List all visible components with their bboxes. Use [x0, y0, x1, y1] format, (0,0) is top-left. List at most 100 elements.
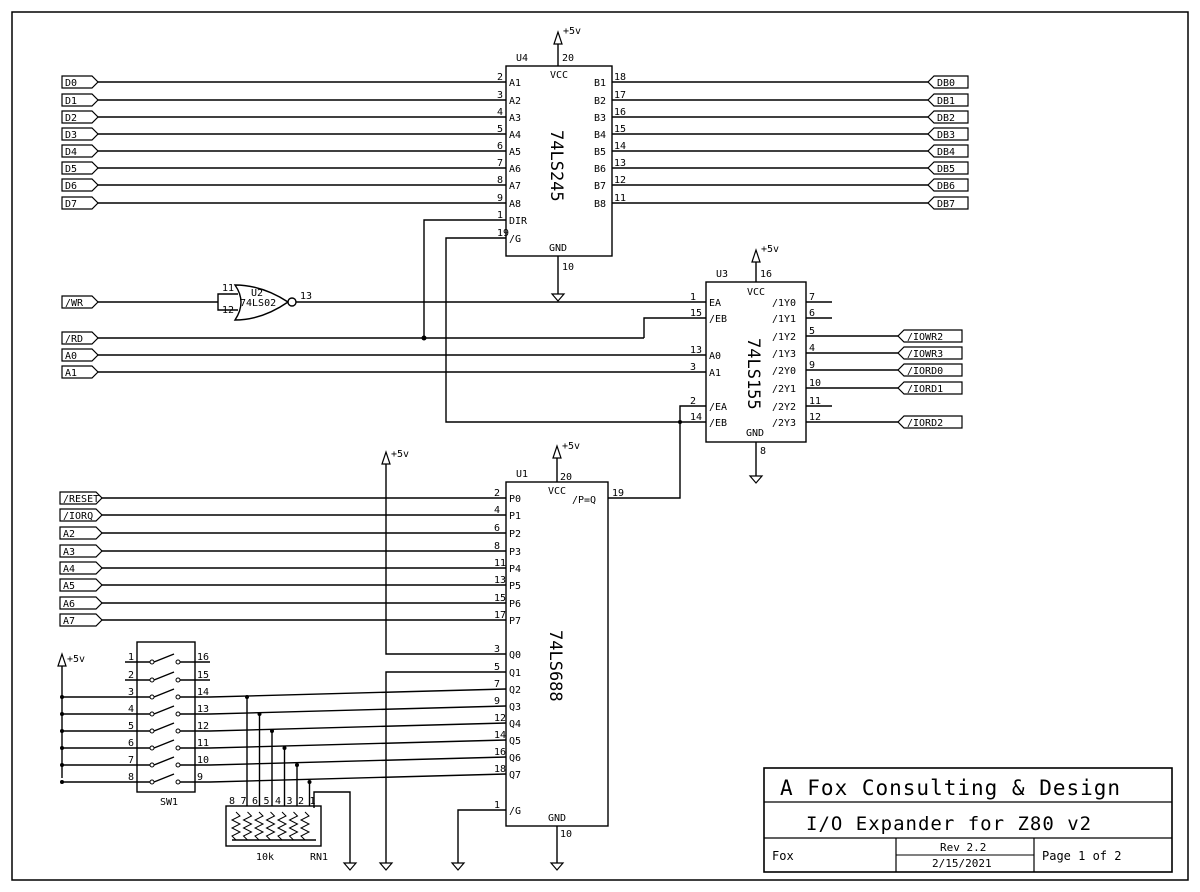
- net-label-a5-flag: [59, 578, 103, 592]
- u4-pin-number: 8: [497, 175, 503, 186]
- u1-pin-name: P3: [509, 547, 521, 558]
- net-label-db6: DB6: [937, 181, 955, 192]
- u4-pin-name: DIR: [509, 216, 528, 227]
- u3-vcc-net: +5v: [761, 244, 779, 255]
- net-label-d4-flag: [61, 144, 99, 158]
- sw1-dip-switch[interactable]: SW1: [136, 641, 196, 808]
- u1-pin-number: 7: [494, 679, 500, 690]
- u1-pin-name: P6: [509, 599, 521, 610]
- u1-pin-name: Q4: [509, 719, 521, 730]
- net-label-db4: DB4: [937, 147, 955, 158]
- u3-pin-number: 13: [690, 345, 702, 356]
- net-label-iord1-flag: [897, 381, 963, 395]
- net-label-db5: DB5: [937, 164, 955, 175]
- u3-pin-number: 4: [809, 343, 815, 354]
- net-label-a6: A6: [63, 599, 75, 610]
- u4-pin-name: B1: [594, 78, 606, 89]
- rn1-pin-number: 5: [264, 796, 270, 807]
- u3-pin-name: /2Y3: [772, 418, 796, 429]
- u1-gnd-label: GND: [548, 813, 566, 824]
- u3-pin-name: /1Y0: [772, 298, 796, 309]
- u3-vcc-label: VCC: [747, 287, 765, 298]
- net-label-d5: D5: [65, 164, 77, 175]
- net-label-reset: /RESET: [63, 494, 99, 505]
- u1-pin-number: 12: [494, 713, 506, 724]
- u3-pin-number: 7: [809, 292, 815, 303]
- u4-pin-number: 14: [614, 141, 626, 152]
- net-label-db6-flag: [927, 178, 969, 192]
- sw1-pin-number: 4: [128, 704, 134, 715]
- net-label-db2-flag: [927, 110, 969, 124]
- u1-pin-number: 11: [494, 558, 506, 569]
- u4-pin-name: B7: [594, 181, 606, 192]
- net-label-db4-flag: [927, 144, 969, 158]
- u1-out-name: /P=Q: [572, 495, 596, 506]
- sw1-pin-number: 13: [197, 704, 209, 715]
- rn1-pin-number: 2: [298, 796, 304, 807]
- u4-pin-name: A5: [509, 147, 521, 158]
- net-label-db5-flag: [927, 161, 969, 175]
- u4-pin-number: 15: [614, 124, 626, 135]
- u4-gnd-pin: 10: [562, 262, 574, 273]
- sw1-pin-number: 11: [197, 738, 209, 749]
- sw1-pin-number: 2: [128, 670, 134, 681]
- u1-pin-name: P1: [509, 511, 521, 522]
- net-label-d7-flag: [61, 196, 99, 210]
- net-label-d6: D6: [65, 181, 77, 192]
- u1-ref: U1: [516, 469, 528, 480]
- u1-pin-number: 2: [494, 488, 500, 499]
- u1-pin-name: Q3: [509, 702, 521, 713]
- u4-pin-number: 7: [497, 158, 503, 169]
- u4-pin-name: B4: [594, 130, 606, 141]
- u4-pin-number: 11: [614, 193, 626, 204]
- u3-pin-name: /EB: [709, 314, 727, 325]
- u1-pin-number: 5: [494, 662, 500, 673]
- u1-pin-number: 4: [494, 505, 500, 516]
- u4-vcc-label: VCC: [550, 70, 568, 81]
- title-page: Page 1 of 2: [1042, 849, 1121, 863]
- sw1-pin-number: 6: [128, 738, 134, 749]
- u4-vcc-pin: 20: [562, 53, 574, 64]
- u4-74ls245: U4 20 VCC GND 10 74LS245: [505, 53, 613, 273]
- u4-vcc-net: +5v: [563, 26, 581, 37]
- u4-pin-number: 6: [497, 141, 503, 152]
- u3-pin-number: 3: [690, 362, 696, 373]
- u3-pin-name: EA: [709, 298, 721, 309]
- u1-gnd-pin: 10: [560, 829, 572, 840]
- u4-gnd-label: GND: [549, 243, 567, 254]
- sw1-pin-number: 1: [128, 652, 134, 663]
- net-label-iorq: /IORQ: [63, 511, 93, 522]
- net-label-d2-flag: [61, 110, 99, 124]
- net-label-a2-flag: [59, 526, 103, 540]
- u1-pin-number: 13: [494, 575, 506, 586]
- sw1-pin-number: 10: [197, 755, 209, 766]
- u4-pin-name: A3: [509, 113, 521, 124]
- net-label-db1: DB1: [937, 96, 955, 107]
- u3-pin-number: 2: [690, 396, 696, 407]
- rn1-pin-number: 7: [241, 796, 247, 807]
- u4-pin-number: 12: [614, 175, 626, 186]
- sw1-ref: SW1: [160, 797, 178, 808]
- u4-pin-name: A2: [509, 96, 521, 107]
- u4-pin-number: 19: [497, 228, 509, 239]
- u3-pin-name: /EB: [709, 418, 727, 429]
- u3-74ls155: U3 16 VCC GND 8 74LS155: [705, 269, 807, 457]
- q0-vcc-net: +5v: [391, 449, 409, 460]
- u2-part: 74LS02: [240, 298, 276, 309]
- u4-ref: U4: [516, 53, 528, 64]
- u4-pin-number: 17: [614, 90, 626, 101]
- net-label-a4-flag: [59, 561, 103, 575]
- title-date: 2/15/2021: [932, 857, 992, 870]
- u3-pin-name: /2Y0: [772, 366, 796, 377]
- title-block: A Fox Consulting & Design I/O Expander f…: [763, 767, 1173, 873]
- sw1-pin-number: 8: [128, 772, 134, 783]
- net-label-rd-flag: [61, 331, 99, 345]
- net-label-iowr3-flag: [897, 346, 963, 360]
- u4-pin-name: B3: [594, 113, 606, 124]
- u3-pin-number: 1: [690, 292, 696, 303]
- u3-pin-number: 10: [809, 378, 821, 389]
- rn1-ref: RN1: [310, 852, 328, 863]
- u2-74ls02-nor-gate: U2 74LS02: [233, 284, 297, 321]
- net-label-a4: A4: [63, 564, 75, 575]
- net-label-iord0-flag: [897, 363, 963, 377]
